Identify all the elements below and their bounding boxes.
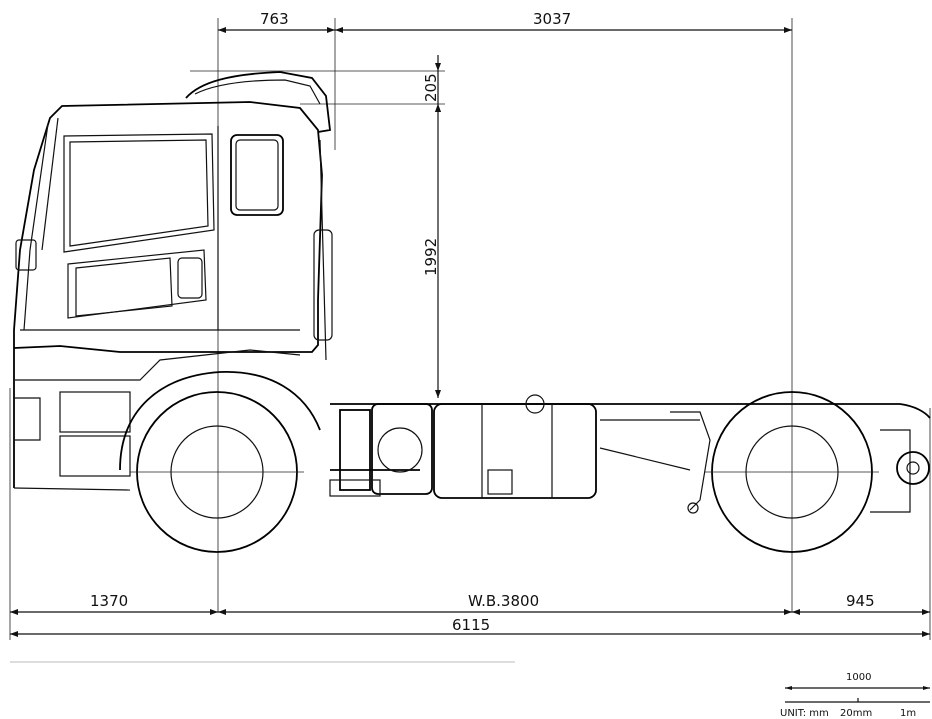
scale-unit-label: UNIT: mm	[780, 708, 829, 719]
front-wheel	[130, 391, 304, 553]
dim-label-763: 763	[260, 10, 289, 28]
rear-wheel	[705, 391, 879, 553]
overall-length-dimension	[10, 631, 930, 637]
scale-ratio-label: 20mm	[840, 708, 872, 719]
scale-bar	[785, 686, 930, 703]
truck-body	[13, 71, 931, 514]
dim-label-945: 945	[846, 592, 875, 610]
dim-label-1992: 1992	[422, 238, 440, 276]
bottom-dimension-line	[10, 609, 930, 615]
scale-meter-label: 1m	[900, 708, 916, 719]
dim-label-3037: 3037	[533, 10, 571, 28]
extension-lines	[9, 18, 931, 640]
top-dimension-line	[218, 27, 792, 33]
dim-label-6115: 6115	[452, 616, 490, 634]
dim-label-205: 205	[422, 73, 440, 102]
scale-length-label: 1000	[846, 672, 871, 683]
dim-label-wheelbase: W.B.3800	[468, 592, 539, 610]
dim-label-1370: 1370	[90, 592, 128, 610]
cab-height-dimension	[435, 104, 441, 398]
